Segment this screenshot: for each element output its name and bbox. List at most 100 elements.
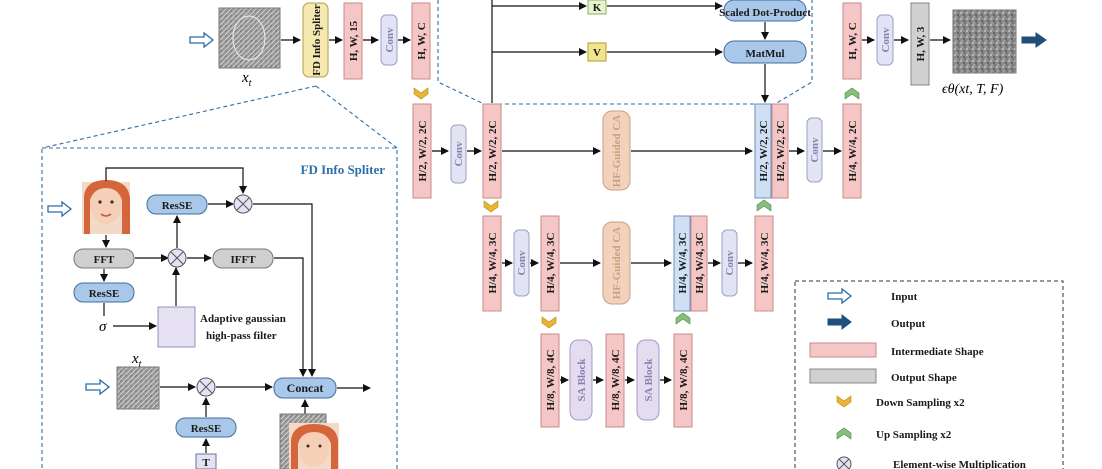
fd-panel-border bbox=[41, 147, 398, 469]
shape-h8-4c-a bbox=[540, 333, 560, 428]
shape-h4-3c-a-label: H/4, W/4, 3C bbox=[487, 232, 499, 293]
gaussian-filter-box bbox=[157, 306, 196, 348]
sa-block-2[interactable] bbox=[636, 339, 660, 421]
up-sampling-icon-3 bbox=[675, 312, 691, 325]
fft-box[interactable] bbox=[73, 248, 135, 269]
shape-h4-3c-blue bbox=[673, 215, 691, 312]
matmul-box[interactable] bbox=[723, 40, 807, 64]
conv-box-h2-right bbox=[806, 117, 823, 183]
up-sampling-icon-2 bbox=[756, 199, 772, 212]
legend-border bbox=[794, 280, 1064, 469]
hf-guided-ca-1[interactable] bbox=[602, 110, 631, 191]
fd-box-label: FD Info Spliter bbox=[311, 4, 323, 76]
shape-hwc-left-label: H, W, C bbox=[416, 22, 428, 59]
conv-h2-right-label: Conv bbox=[809, 137, 821, 163]
sigma-label: σ bbox=[99, 319, 107, 335]
fd-info-spliter-box[interactable] bbox=[302, 2, 329, 78]
shape-h4-3c-b bbox=[540, 215, 560, 312]
legend-down-sampling-icon bbox=[836, 395, 852, 408]
conv-top-label: Conv bbox=[384, 27, 396, 53]
conv-top-right-label: Conv bbox=[880, 27, 892, 53]
line-face-to-mult-top bbox=[105, 167, 247, 194]
shape-h4-3c-a bbox=[482, 215, 502, 312]
legend-input-label: Input bbox=[891, 291, 918, 303]
resse-box-bottom[interactable] bbox=[175, 417, 237, 438]
hf-ca-1-label: HF-Guided CA bbox=[611, 115, 623, 187]
noise-output-image bbox=[952, 9, 1017, 74]
hf-guided-ca-2[interactable] bbox=[602, 221, 631, 305]
legend-multiply-label: Element-wise Multiplication bbox=[893, 459, 1026, 469]
fft-label: FFT bbox=[94, 254, 115, 266]
ifft-box[interactable] bbox=[212, 248, 274, 269]
v-box bbox=[587, 42, 607, 62]
line-ifft-to-concat bbox=[274, 257, 307, 377]
v-label: V bbox=[593, 47, 601, 59]
shape-h4-2c bbox=[842, 103, 862, 199]
shape-hw15 bbox=[343, 2, 363, 80]
shape-h8-4c-b-label: H/8, W/8, 4C bbox=[610, 349, 622, 410]
k-box bbox=[587, 0, 607, 15]
shape-h2-2c-a bbox=[412, 103, 432, 199]
face-sketch-icon bbox=[232, 15, 266, 61]
matmul-label: MatMul bbox=[745, 48, 784, 60]
face-photo-bottom bbox=[289, 423, 339, 469]
k-label: K bbox=[593, 2, 602, 14]
shape-h8-4c-b bbox=[605, 333, 625, 428]
shape-hwc-right bbox=[842, 2, 862, 80]
down-sampling-icon-3 bbox=[541, 316, 557, 329]
shape-h2-blue-label: H/2, W/2, 2C bbox=[758, 120, 770, 181]
shape-h4-3c-d bbox=[754, 215, 774, 312]
shape-hwc-right-label: H, W, C bbox=[847, 22, 859, 59]
zoom-line-right bbox=[315, 85, 398, 149]
multiply-icon-bottom bbox=[196, 377, 216, 397]
legend-output-shape-swatch bbox=[809, 368, 877, 384]
input-arrow-icon bbox=[189, 31, 215, 49]
scaled-dot-label: Scaled Dot-Product bbox=[719, 7, 811, 19]
legend-up-sampling-icon bbox=[836, 427, 852, 440]
xt-lower-label: xt bbox=[131, 351, 142, 370]
legend-down-sampling-label: Down Sampling x2 bbox=[876, 397, 965, 409]
conv-h4-right-label: Conv bbox=[724, 250, 736, 276]
zoom-line-left bbox=[41, 85, 317, 149]
xt-image bbox=[218, 7, 281, 69]
output-label: ϵθ(xt, T, F) bbox=[942, 82, 1004, 97]
xt-label: xt bbox=[241, 70, 252, 89]
face-photo-top bbox=[82, 180, 130, 234]
shape-h2-2c-c-label: H/2, W/2, 2C bbox=[775, 120, 787, 181]
conv-h2-left-label: Conv bbox=[453, 141, 465, 167]
shape-h8-4c-a-label: H/8, W/8, 4C bbox=[545, 349, 557, 410]
resse-left-label: ResSE bbox=[89, 288, 120, 300]
line-mult-to-concat bbox=[253, 203, 316, 377]
down-sampling-icon-1 bbox=[413, 87, 429, 100]
shape-h2-2c-blue bbox=[754, 103, 772, 199]
shape-hw15-label: H, W, 15 bbox=[348, 20, 360, 61]
shape-hwc-left bbox=[411, 2, 431, 80]
legend-intermediate-swatch bbox=[809, 342, 877, 358]
resse-bottom-label: ResSE bbox=[191, 423, 222, 435]
shape-hw3-label: H, W, 3 bbox=[915, 26, 927, 61]
shape-h2-2c-b-label: H/2, W/2, 2C bbox=[487, 120, 499, 181]
resse-box-left[interactable] bbox=[73, 282, 135, 303]
filter-line2-label: high-pass filter bbox=[206, 330, 277, 342]
legend-up-sampling-label: Up Sampling x2 bbox=[876, 429, 952, 441]
shape-h2-2c-b bbox=[482, 103, 502, 199]
t-box bbox=[195, 453, 217, 469]
resse-box-top[interactable] bbox=[146, 194, 208, 215]
concat-box[interactable] bbox=[273, 377, 337, 399]
down-sampling-icon-2 bbox=[483, 200, 499, 213]
output-arrow-icon bbox=[1021, 32, 1047, 48]
sa-block-2-label: SA Block bbox=[643, 358, 655, 402]
shape-hw3 bbox=[910, 2, 930, 86]
sa-block-1[interactable] bbox=[569, 339, 593, 421]
multiply-icon-middle bbox=[167, 248, 187, 268]
conv-box-h4-right bbox=[721, 229, 738, 297]
conv-h4-left-label: Conv bbox=[516, 250, 528, 276]
legend-output-shape-label: Output Shape bbox=[891, 372, 957, 384]
shape-h4-3c-b-label: H/4, W/4, 3C bbox=[545, 232, 557, 293]
scaled-dot-product-box[interactable] bbox=[723, 0, 807, 22]
legend-output-icon bbox=[827, 313, 852, 331]
shape-h2-2c-c bbox=[771, 103, 789, 199]
up-sampling-icon-1 bbox=[844, 87, 860, 100]
xt-lower-image bbox=[116, 366, 160, 410]
